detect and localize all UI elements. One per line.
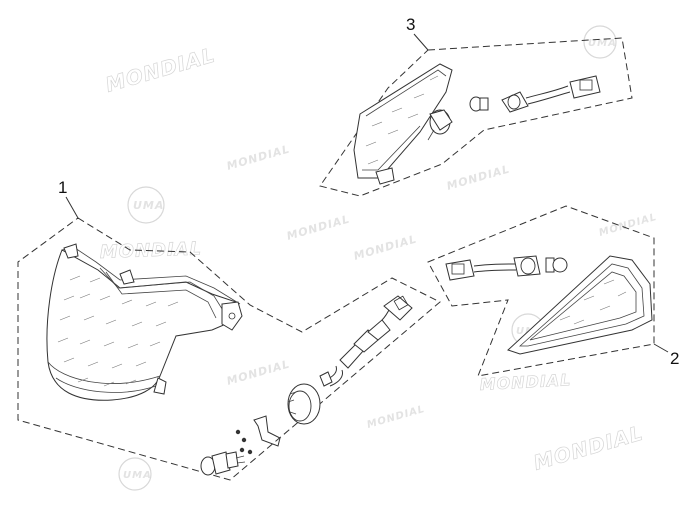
turn-signal-wiring-side xyxy=(445,255,541,281)
svg-text:UMA: UMA xyxy=(133,199,164,212)
headlight-bulb xyxy=(200,451,246,476)
assembly-3-group: 3 xyxy=(319,15,633,197)
headlight-housing xyxy=(46,243,243,401)
watermark-mondial: MONDIAL xyxy=(479,370,572,394)
turn-signal-bulb-side xyxy=(545,257,568,273)
turn-signal-socket-front xyxy=(427,109,453,141)
retaining-clip xyxy=(253,415,281,447)
svg-text:UMA: UMA xyxy=(123,470,152,481)
assembly-1-group: 1 xyxy=(17,178,441,481)
mounting-screws xyxy=(235,429,253,455)
svg-text:UMA: UMA xyxy=(588,38,617,49)
assembly-2-group: 2 xyxy=(427,205,679,377)
turn-signal-wiring-front xyxy=(501,75,601,113)
turn-signal-lens-front xyxy=(353,63,453,185)
dust-cover xyxy=(287,383,321,425)
turn-signal-lens-side xyxy=(507,255,653,355)
callout-3-leader xyxy=(413,33,429,51)
assembly-1-boundary xyxy=(17,217,441,481)
watermark-mondial: MONDIAL xyxy=(352,232,418,262)
watermark-mondial: MONDIAL xyxy=(366,404,427,431)
callout-2-leader xyxy=(653,343,669,353)
watermark-mondial: MONDIAL xyxy=(445,162,511,192)
watermark-logo: UMA xyxy=(583,25,617,59)
callout-1-label: 1 xyxy=(58,178,67,197)
watermark-mondial: MONDIAL xyxy=(598,212,659,239)
watermark-mondial: MONDIAL xyxy=(225,142,291,172)
callout-2-label: 2 xyxy=(670,349,679,368)
headlight-wiring-harness xyxy=(319,295,413,387)
watermark-mondial: MONDIAL xyxy=(531,421,646,475)
watermark-logo: UMA xyxy=(127,186,165,224)
watermark-mondial: MONDIAL xyxy=(285,212,351,242)
lens-hatching xyxy=(57,275,179,387)
callout-3-label: 3 xyxy=(406,15,415,34)
turn-signal-bulb-front xyxy=(469,96,489,112)
assembly-3-boundary xyxy=(319,37,633,197)
watermark-mondial: MONDIAL xyxy=(225,357,291,387)
watermark-logo: UMA xyxy=(118,457,152,491)
callout-1-leader xyxy=(65,196,79,219)
watermark-mondial: MONDIAL xyxy=(103,43,218,97)
